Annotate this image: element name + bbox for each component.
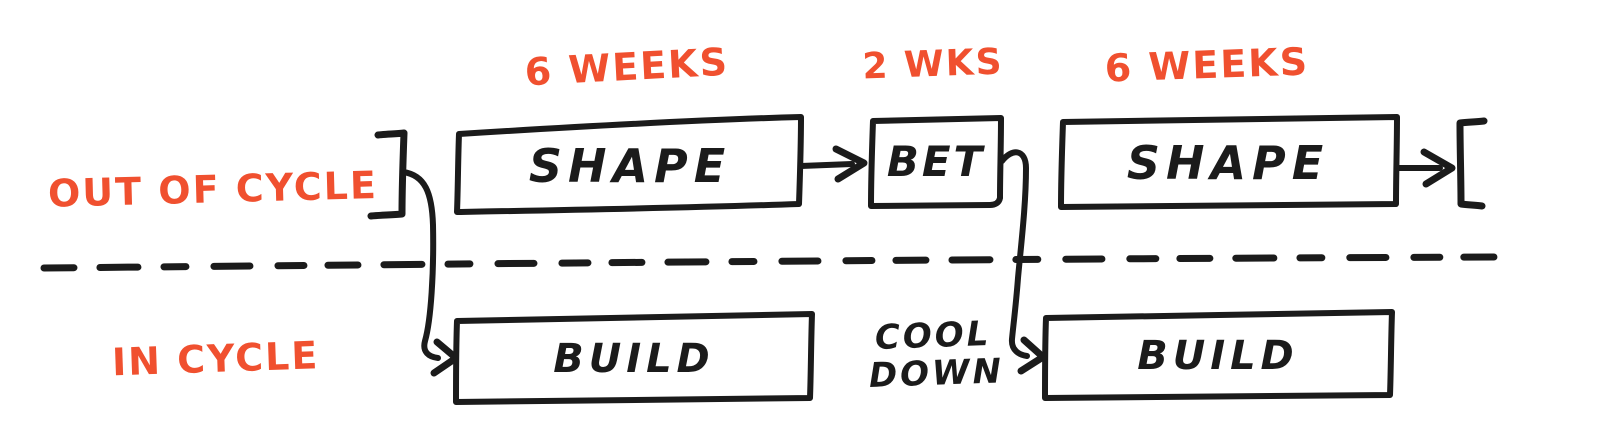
shape-2-label: SHAPE [1127, 136, 1329, 190]
connector-start-to-build-1 [400, 169, 441, 361]
build-1-label: BUILD [553, 336, 715, 382]
build-2-box [1042, 309, 1395, 401]
build-1-box [453, 311, 815, 405]
cycle-continue-bracket-icon [1456, 117, 1488, 210]
arrow-shape-1-to-bet [798, 161, 855, 169]
shape-2-box [1058, 114, 1400, 210]
connector-bet-to-build-2 [999, 149, 1030, 359]
duration-label-shape-2: 6 WEEKS [1104, 39, 1310, 90]
duration-label-bet: 2 WKS [862, 42, 1004, 88]
bet-label: BET [887, 137, 986, 186]
shape-1-label: SHAPE [529, 139, 731, 193]
arrowhead-into-next-icon [1420, 148, 1456, 188]
arrowhead-into-bet-icon [832, 145, 868, 183]
cooldown-label-line-2: DOWN [868, 351, 1004, 396]
lane-label-out-of-cycle: OUT OF CYCLE [47, 163, 378, 216]
lane-label-in-cycle: IN CYCLE [111, 333, 320, 384]
cooldown-label-line-1: COOL [874, 314, 992, 358]
shape-1-box [454, 114, 804, 215]
build-2-label: BUILD [1137, 333, 1299, 379]
lane-divider-dashed-line [40, 253, 1502, 272]
duration-label-shape-1: 6 WEEKS [524, 40, 730, 95]
bet-box [868, 115, 1004, 209]
